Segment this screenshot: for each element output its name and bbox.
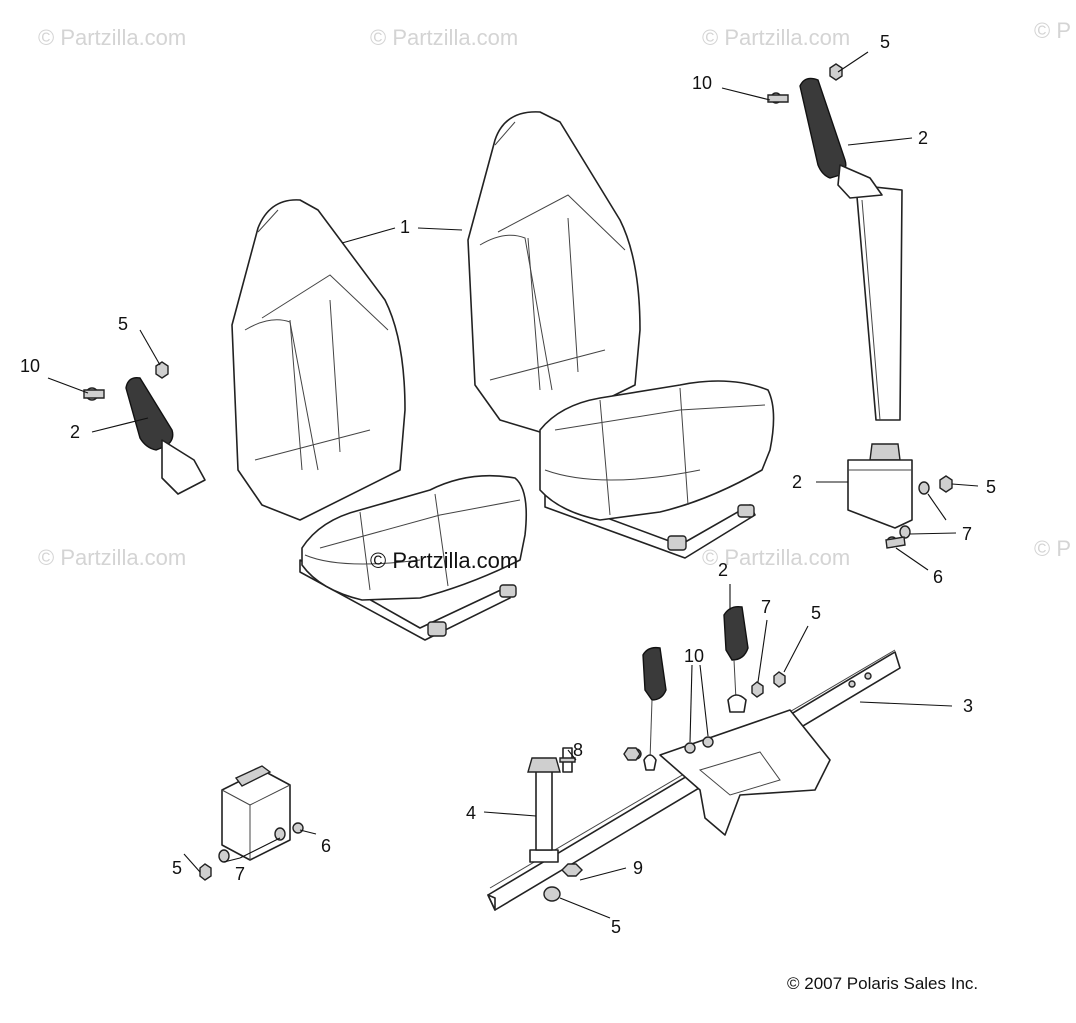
watermark-mid-right: © Partzilla.com xyxy=(702,545,850,570)
watermark-top-left: © Partzilla.com xyxy=(38,25,186,50)
callout-belt-right-base: 2 xyxy=(792,472,802,492)
callout-bolt-right: 6 xyxy=(933,567,943,587)
callout-nut-bottom: 5 xyxy=(611,917,621,937)
callout-pin: 4 xyxy=(466,803,476,823)
watermark-top-edge: © P xyxy=(1034,18,1071,43)
seat-left xyxy=(231,199,528,641)
callout-seat: 1 xyxy=(400,217,410,237)
callout-washer-bottom-left: 7 xyxy=(235,864,245,884)
callout-nut-right: 5 xyxy=(986,477,996,497)
watermark-center: © Partzilla.com xyxy=(370,548,518,573)
copyright-notice: © 2007 Polaris Sales Inc. xyxy=(787,974,978,993)
callout-belt-left: 2 xyxy=(70,422,80,442)
watermark-top-mid: © Partzilla.com xyxy=(370,25,518,50)
callout-crossbar: 3 xyxy=(963,696,973,716)
pin-and-fitting xyxy=(527,747,583,902)
watermark-mid-left: © Partzilla.com xyxy=(38,545,186,570)
callout-nut-left: 5 xyxy=(118,314,128,334)
bracket-cap-bottom-left xyxy=(199,765,304,881)
callout-belt-upper-right: 2 xyxy=(918,128,928,148)
callout-washer-right: 7 xyxy=(962,524,972,544)
watermark-top-right: © Partzilla.com xyxy=(702,25,850,50)
callout-washer-bottom: 9 xyxy=(633,858,643,878)
callout-buckle: 2 xyxy=(718,560,728,580)
callout-bolt-top-right: 10 xyxy=(692,73,712,93)
callout-bolt-bottom-left: 6 xyxy=(321,836,331,856)
seat-right xyxy=(467,111,775,559)
belt-upper-right xyxy=(767,63,953,549)
watermark-mid-edge: © P xyxy=(1034,536,1071,561)
callout-bolt-bracket: 10 xyxy=(684,646,704,666)
belt-left xyxy=(83,361,206,495)
crossbar xyxy=(487,649,901,911)
callout-nut-buckle: 5 xyxy=(811,603,821,623)
callout-nut-top-right: 5 xyxy=(880,32,890,52)
callout-nut-bottom-left: 5 xyxy=(172,858,182,878)
callout-fitting: 8 xyxy=(573,740,583,760)
leader-lines xyxy=(47,51,979,919)
callout-washer-buckle: 7 xyxy=(761,597,771,617)
buckle-center xyxy=(642,605,749,771)
callout-bolt-left: 10 xyxy=(20,356,40,376)
